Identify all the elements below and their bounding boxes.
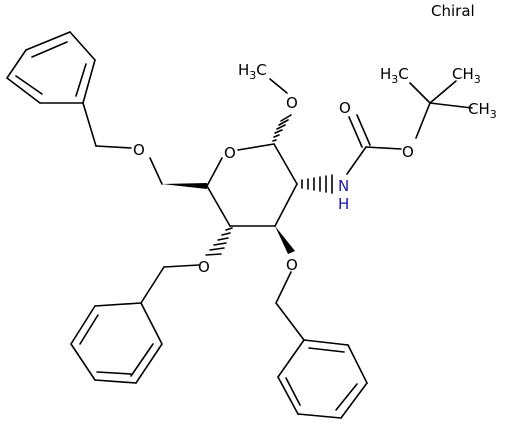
atom-label-layer: Chiral O O H3C N H O O H3C CH3 CH3 O O O [133, 2, 497, 276]
ester-oxygen: O [402, 143, 414, 161]
bond-wedge [275, 226, 295, 254]
bond-hashed [301, 174, 333, 194]
bond [149, 157, 163, 185]
bond-layer [6, 31, 473, 419]
bond [275, 271, 292, 304]
bond-wedge [162, 183, 207, 189]
bond [429, 80, 457, 104]
bond-double-inner [79, 314, 99, 345]
tbu-methyl-3: CH3 [468, 100, 497, 121]
bond-hashed [205, 227, 233, 256]
tbu-methyl-1: H3C [380, 65, 409, 86]
bond [82, 102, 97, 147]
bond [297, 413, 342, 419]
bond [94, 379, 137, 384]
bond [135, 343, 163, 384]
bond-double-inner [96, 371, 132, 375]
chiral-flag: Chiral [431, 2, 475, 20]
bond-hashed [272, 114, 292, 142]
bond [70, 343, 96, 381]
bond [206, 157, 223, 187]
bond [346, 146, 367, 175]
bond [140, 266, 165, 304]
bond [347, 344, 368, 384]
bond [277, 339, 305, 378]
amine-hydrogen: H [338, 195, 349, 213]
bond [237, 143, 275, 151]
bond [163, 264, 200, 268]
bond-double-inner [308, 347, 345, 353]
bond-double-inner [130, 343, 154, 377]
benzyl-oxygen-c6: O [133, 141, 145, 159]
bond [269, 78, 288, 94]
methoxy-oxygen: O [286, 94, 298, 112]
bond-double-inner [335, 383, 358, 411]
bond [365, 146, 402, 150]
bond [25, 31, 71, 51]
bond [303, 339, 349, 346]
bond [94, 302, 142, 307]
bond [6, 49, 27, 79]
bond-double-inner [75, 63, 87, 97]
bond [429, 102, 473, 109]
bond [82, 59, 96, 104]
benzyl-oxygen-c4: O [198, 258, 210, 276]
bond [275, 302, 305, 341]
bond [273, 143, 298, 185]
methyl-label: H3C [238, 61, 267, 82]
bond [415, 102, 431, 139]
bond [70, 305, 96, 345]
carbonyl-oxygen: O [339, 99, 351, 117]
bond [356, 114, 371, 146]
bond [274, 183, 298, 227]
benzyl-oxygen-c3: O [286, 256, 298, 274]
tbu-methyl-2: CH3 [452, 65, 481, 86]
bond [6, 77, 41, 104]
bond [206, 185, 231, 227]
bond [340, 382, 368, 419]
amine-nitrogen: N [338, 177, 349, 195]
ring-oxygen: O [224, 144, 236, 162]
bond [140, 302, 163, 345]
bond-double-inner [31, 41, 68, 58]
bond [348, 116, 363, 148]
bond-double-inner [285, 377, 301, 406]
bond [409, 82, 431, 104]
bond [277, 376, 299, 415]
bond [69, 31, 96, 61]
bond-double-inner [15, 75, 43, 95]
bond [95, 145, 132, 149]
